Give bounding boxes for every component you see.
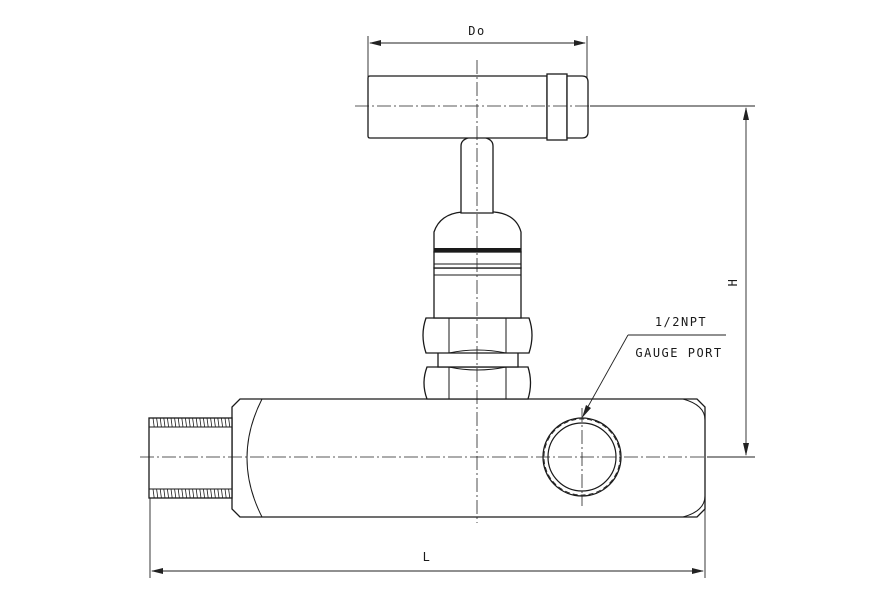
dimension-l <box>149 470 706 578</box>
dimension-do-label: Do <box>468 24 485 38</box>
port-name-label: GAUGE PORT <box>635 346 722 360</box>
lock-nut <box>423 366 532 400</box>
port-size-label: 1/2NPT <box>655 315 707 329</box>
dimension-h-label: H <box>726 278 740 287</box>
dimension-l-label: L <box>423 550 432 564</box>
t-handle <box>367 73 589 141</box>
center-lines <box>140 60 715 523</box>
valve-body <box>231 398 706 518</box>
gauge-port-leader <box>582 334 726 418</box>
dimension-do <box>367 36 588 78</box>
threaded-inlet <box>148 417 233 499</box>
bonnet-nut <box>422 317 533 368</box>
bonnet <box>433 211 522 319</box>
